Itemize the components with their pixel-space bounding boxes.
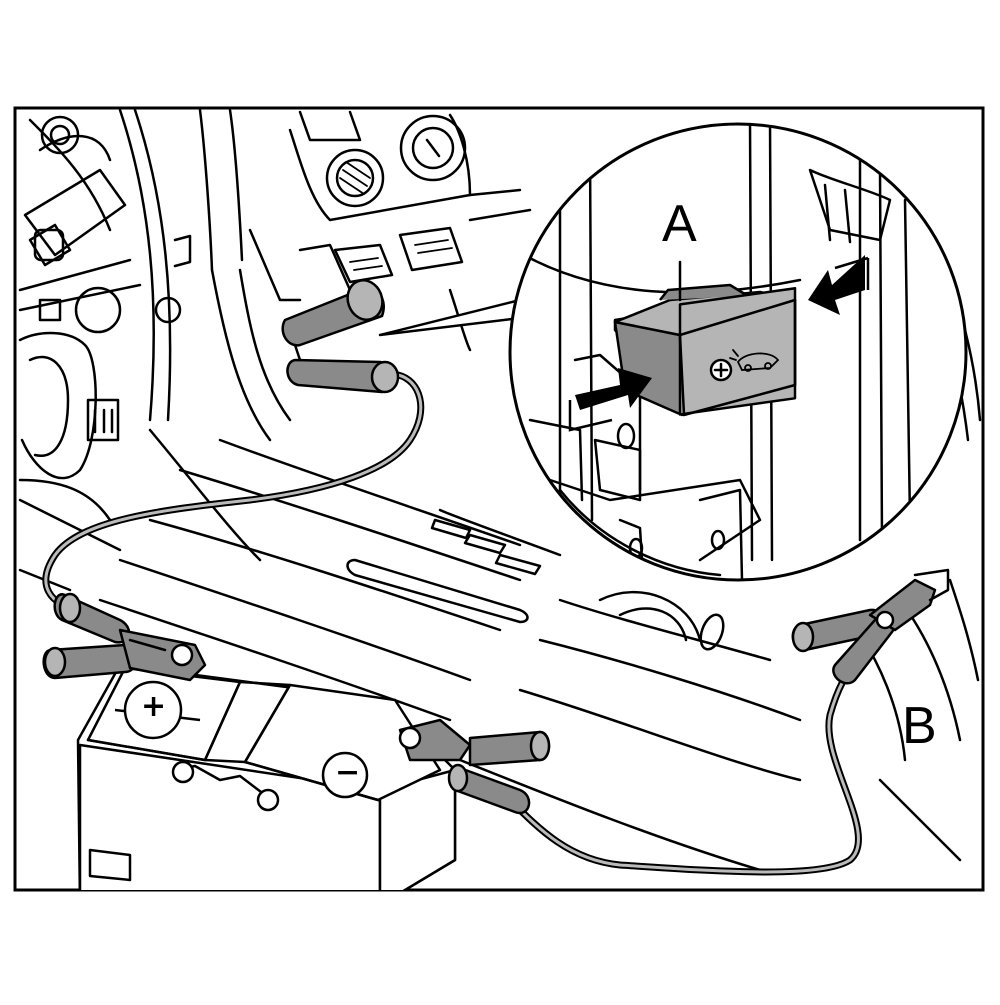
battery-negative-symbol: − [335, 755, 361, 790]
push-arrow-lower-icon [575, 368, 652, 410]
battery-positive-marker [123, 680, 183, 740]
label-b: B [902, 697, 937, 755]
zoom-detail-circle [508, 122, 968, 582]
battery-negative-marker [321, 751, 369, 799]
clamp-ground-point [791, 568, 950, 685]
dashboard-linework [18, 108, 982, 872]
clamp-battery-positive [42, 592, 207, 682]
push-arrow-upper-icon [808, 255, 865, 315]
battery [76, 663, 457, 890]
label-a: A [662, 195, 697, 253]
clamp-positive-terminal [281, 279, 400, 394]
clamp-battery-negative [398, 718, 551, 815]
battery-positive-symbol: + [141, 689, 167, 724]
